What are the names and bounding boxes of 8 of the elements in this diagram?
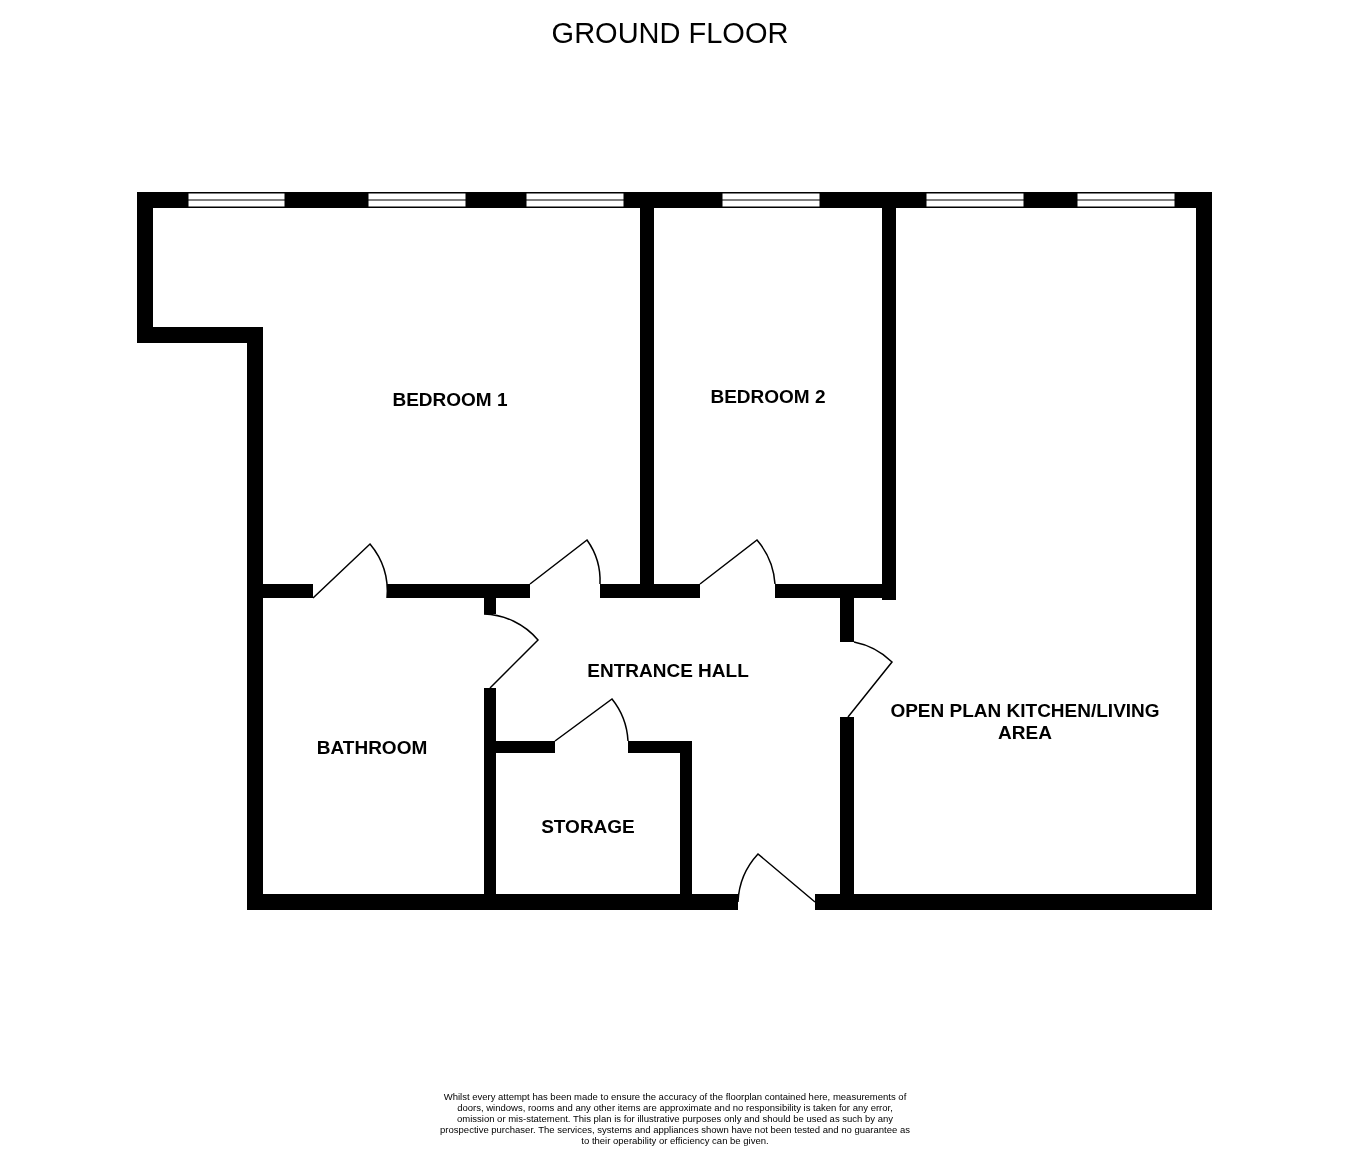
room-label: BATHROOM <box>315 737 429 759</box>
room-label: BEDROOM 1 <box>391 389 509 411</box>
room-label: STORAGE <box>540 816 636 838</box>
room-label: ENTRANCE HALL <box>586 660 750 682</box>
room-label: BEDROOM 2 <box>709 386 827 408</box>
plan-title: GROUND FLOOR <box>550 17 790 50</box>
room-label: OPEN PLAN KITCHEN/LIVING AREA <box>889 700 1161 744</box>
disclaimer-note: Whilst every attempt has been made to ensure the accuracy of the floorplan contained here, measurements of doors, windows, rooms and any other items are approximate and no responsibility is taken for any error, omission or mis-statement. This plan is for illustrative purposes only and should be used as such by any prospective purchaser. The services, systems and appliances shown have not been tested and no guarantee as to their operability or efficiency can be given. <box>440 1091 910 1146</box>
